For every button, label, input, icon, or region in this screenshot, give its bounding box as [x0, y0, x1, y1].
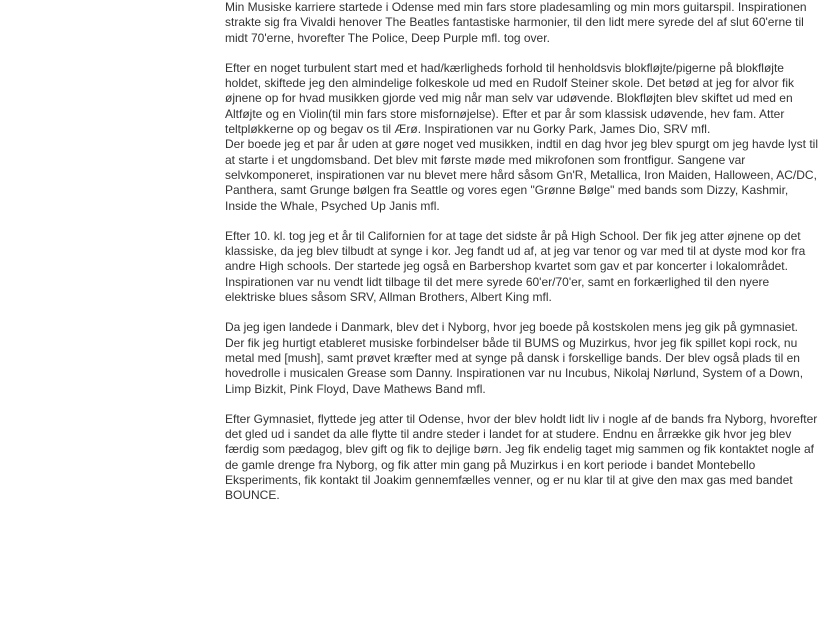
paragraph-california: Efter 10. kl. tog jeg et år til Californ…	[225, 228, 806, 305]
paragraph-nyborg: Da jeg igen landede i Danmark, blev det …	[225, 320, 804, 396]
paragraph-youth-band: Der boede jeg et par år uden at gøre nog…	[225, 137, 819, 213]
paragraph-odense-bounce: Efter Gymnasiet, flyttede jeg atter til …	[225, 411, 818, 503]
paragraph-steiner-school: Efter en noget turbulent start med et ha…	[225, 60, 794, 137]
paragraph-childhood: Min Musiske karriere startede i Odense m…	[225, 0, 807, 45]
article-body: Min Musiske karriere startede i Odense m…	[225, 0, 820, 519]
